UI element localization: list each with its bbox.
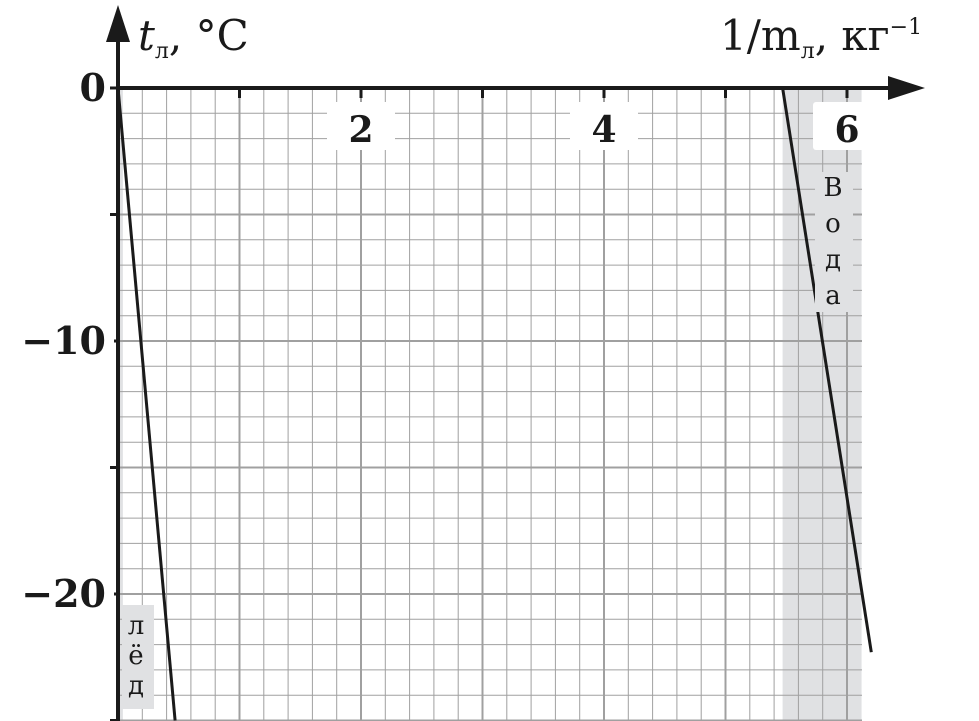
x-axis-arrow [888, 76, 925, 100]
y-tick-label: −10 [21, 318, 106, 363]
x-tick-label-bg [813, 102, 881, 150]
y-axis-title-subscript: л [155, 39, 169, 64]
y-axis-title: tл, °С [138, 11, 249, 64]
series-lines [116, 87, 873, 721]
ice-letters-bg [122, 605, 154, 709]
x-tick-label-bg [327, 102, 395, 150]
ice-letter: д [128, 671, 144, 701]
water-letter: а [825, 281, 841, 311]
y-tick-label: −20 [21, 571, 106, 616]
x-tick-label: 4 [591, 109, 616, 151]
x-axis-title-main: 1/m [720, 11, 801, 60]
axes [106, 5, 925, 721]
x-tick-label: 6 [834, 109, 859, 151]
ice-letter: ё [128, 641, 143, 671]
water-letter: о [825, 209, 841, 239]
x-tick-label: 2 [348, 109, 373, 151]
y-axis-title-unit: , °С [169, 11, 249, 60]
y-tick-label-bg [0, 568, 114, 620]
water-letter: д [825, 245, 841, 275]
x-tick-label-bg [570, 102, 638, 150]
tick-labels: 2 4 6 0 −10 −20 [0, 65, 881, 620]
y-tick-label-bg [0, 315, 114, 367]
x-axis-title-superscript: −1 [890, 15, 922, 40]
ice-letter: л [128, 611, 145, 641]
y-axis-arrow [106, 5, 130, 42]
y-tick-label: 0 [80, 65, 106, 110]
grid [118, 88, 862, 721]
x-axis-title-unit: , кг [815, 11, 890, 60]
water-letter: В [823, 173, 842, 203]
x-axis-title: 1/mл, кг−1 [720, 11, 922, 64]
y-axis-title-main: t [138, 11, 155, 60]
water-letters-bg [815, 172, 853, 312]
x-axis-title-subscript: л [801, 39, 815, 64]
series-line-1 [116, 87, 177, 721]
series-line-2 [781, 87, 873, 653]
